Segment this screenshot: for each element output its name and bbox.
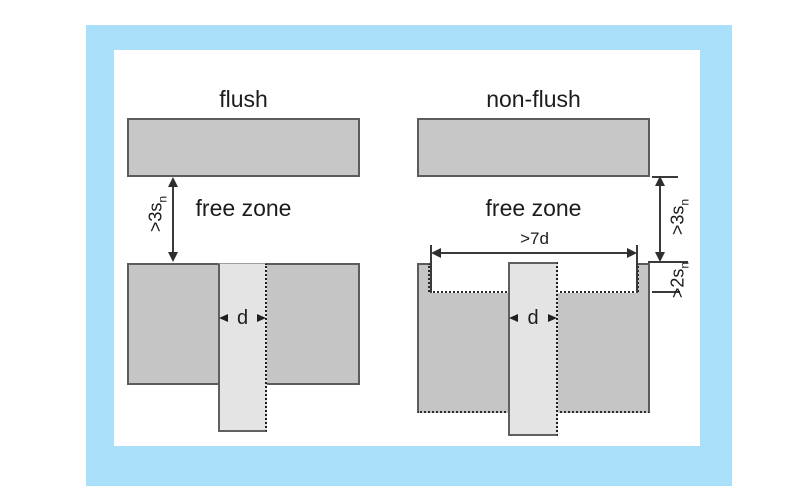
non-flush-3sn-dimension-line: [659, 183, 661, 255]
non-flush-block-wall-left: [417, 263, 430, 295]
non-flush-2sn-label-sub: n: [677, 261, 692, 269]
non-flush-d-label: d: [527, 307, 539, 329]
arrow-right-icon: [257, 314, 266, 322]
flush-target-plate: [127, 118, 360, 177]
arrow-right-icon: [548, 314, 557, 322]
non-flush-7d-dimension-line: [433, 252, 635, 254]
flush-3sn-dimension-line: [172, 184, 174, 256]
non-flush-recess-floor-left: [430, 291, 510, 293]
non-flush-free-zone-label: free zone: [485, 195, 582, 221]
flush-title: flush: [219, 86, 268, 112]
non-flush-title: non-flush: [486, 86, 581, 112]
flush-d-dimension: d: [219, 307, 266, 329]
flush-d-label: d: [236, 307, 249, 329]
non-flush-3sn-label-sub: n: [677, 198, 692, 206]
arrow-up-icon: [168, 177, 178, 187]
flush-3sn-label-sub: n: [155, 195, 170, 203]
flush-free-zone-label: free zone: [195, 195, 292, 221]
non-flush-2sn-label: >2sn: [667, 261, 694, 299]
arrow-left-icon: [431, 248, 441, 258]
arrow-up-icon: [655, 176, 665, 186]
arrow-left-icon: [509, 314, 518, 322]
non-flush-recess-extension-line: [652, 291, 680, 293]
non-flush-d-dimension: d: [509, 307, 557, 329]
non-flush-block-wall-right: [637, 263, 650, 295]
arrow-down-icon: [168, 252, 178, 262]
non-flush-sensor: [508, 262, 558, 436]
non-flush-recess-floor-right: [556, 291, 638, 293]
non-flush-3sn-label-main: >3s: [667, 205, 688, 236]
arrow-left-icon: [219, 314, 228, 322]
non-flush-7d-label: >7d: [520, 229, 549, 248]
flush-sensor: [218, 263, 267, 432]
non-flush-plate-extension-line: [652, 176, 678, 178]
non-flush-walltop-extension-line: [648, 261, 688, 263]
non-flush-3sn-label: >3sn: [667, 198, 694, 236]
arrow-down-icon: [655, 252, 665, 262]
non-flush-target-plate: [417, 118, 650, 177]
non-flush-7d-extension-line-right: [636, 245, 638, 293]
blue-frame: [86, 25, 732, 486]
arrow-right-icon: [627, 248, 637, 258]
flush-3sn-label: >3sn: [145, 195, 172, 233]
non-flush-2sn-label-main: >2s: [667, 268, 688, 299]
flush-3sn-label-main: >3s: [145, 202, 166, 233]
non-flush-7d-extension-line-left: [430, 245, 432, 293]
